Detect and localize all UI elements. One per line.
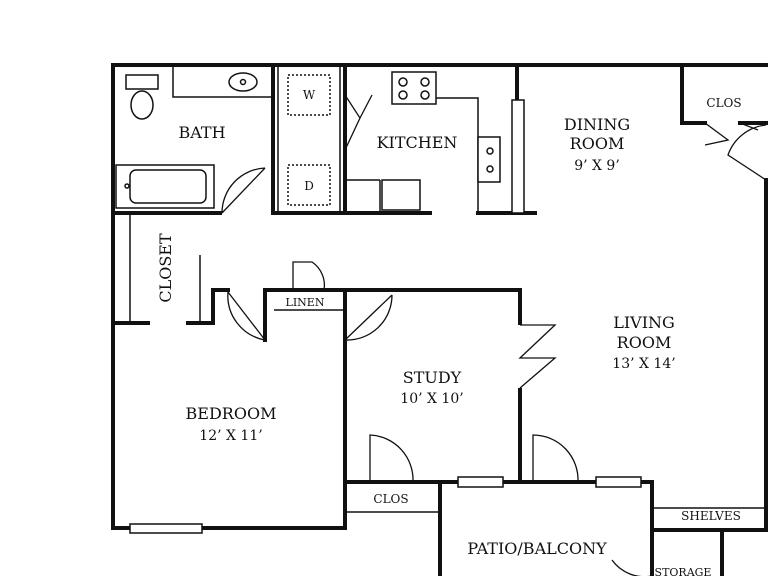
study-closet-label: CLOS: [373, 492, 408, 506]
bath-label: BATH: [178, 123, 225, 142]
living-dimensions: 13’ X 14’: [612, 356, 675, 372]
kitchen-label: KITCHEN: [377, 133, 458, 152]
toilet-tank: [125, 74, 159, 90]
washer: [287, 74, 331, 116]
toilet-bowl: [130, 90, 154, 120]
fixtures: [115, 71, 525, 214]
refrigerator: [381, 179, 421, 211]
bedroom-dimensions: 12’ X 11’: [199, 428, 262, 444]
pantry-column: [511, 99, 525, 214]
storage-label: STORAGE: [655, 566, 712, 576]
living-label-2: ROOM: [617, 333, 672, 352]
kitchen-sink: [477, 136, 501, 183]
windows: [129, 476, 642, 534]
bedroom-label: BEDROOM: [186, 404, 277, 423]
linen-label: LINEN: [286, 296, 325, 309]
interior-walls: [111, 63, 768, 532]
dryer: [287, 164, 331, 206]
dining-dimensions: 9’ X 9’: [574, 158, 620, 174]
stove: [391, 71, 437, 105]
doors: [221, 94, 767, 576]
dining-label-1: DINING: [564, 115, 630, 134]
dining-label-2: ROOM: [570, 134, 625, 153]
dryer-label: D: [304, 179, 314, 193]
study-dimensions: 10’ X 10’: [400, 391, 463, 407]
patio-label: PATIO/BALCONY: [467, 539, 607, 558]
closet-label: CLOSET: [156, 233, 175, 303]
shelves-label: SHELVES: [681, 509, 741, 523]
washer-label: W: [303, 88, 316, 102]
dining-closet-label: CLOS: [706, 96, 741, 110]
study-label: STUDY: [403, 368, 462, 387]
living-label-1: LIVING: [613, 313, 675, 332]
